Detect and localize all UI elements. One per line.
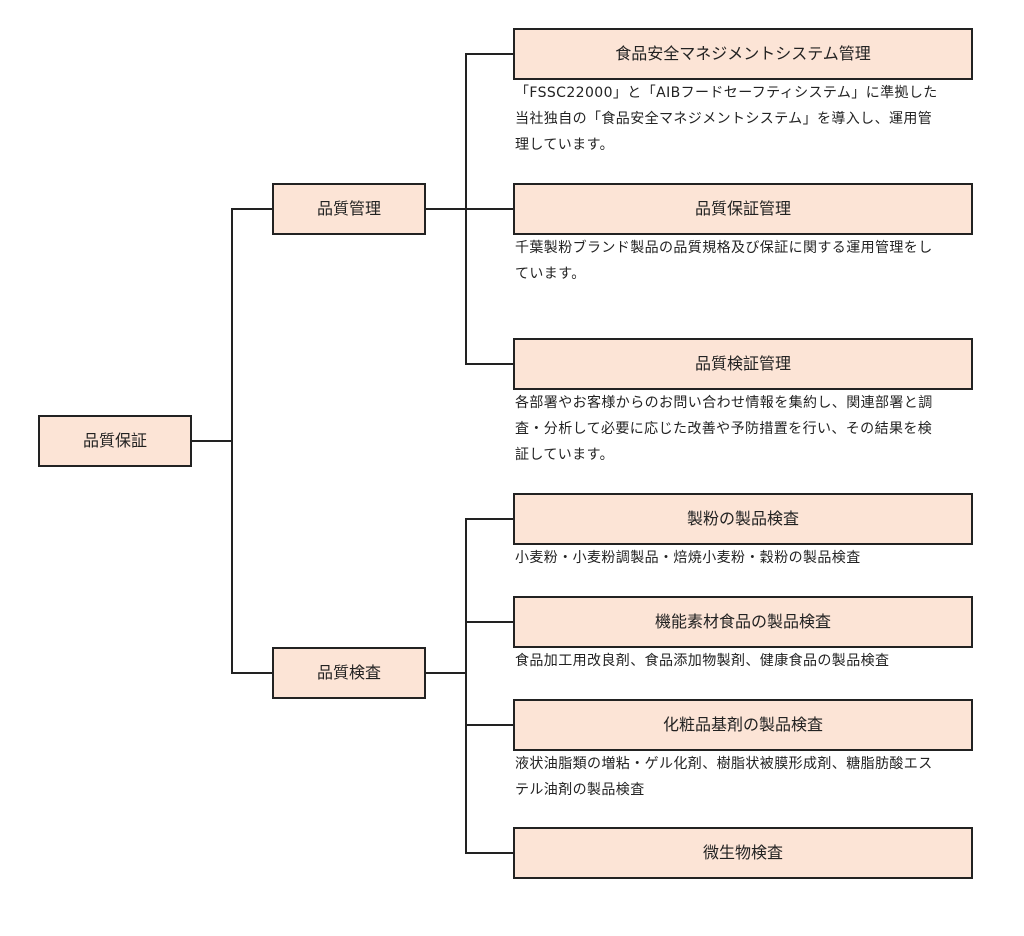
child-box-milling-product-inspection: 製粉の製品検査	[513, 493, 973, 545]
child-label: 食品安全マネジメントシステム管理	[615, 44, 871, 64]
child-label: 化粧品基剤の製品検査	[662, 715, 823, 735]
child-description-milling-product-inspection: 小麦粉・小麦粉調製品・焙焼小麦粉・穀粉の製品検査	[515, 550, 861, 566]
child-label: 品質保証管理	[694, 199, 791, 219]
child-box-cosmetic-base-inspection: 化粧品基剤の製品検査	[513, 699, 973, 751]
branch-label: 品質管理	[316, 199, 381, 219]
branch-box-quality-management: 品質管理	[272, 183, 426, 235]
child-box-quality-verification-management: 品質検証管理	[513, 338, 973, 390]
branch-label: 品質検査	[316, 663, 381, 683]
root-label: 品質保証	[82, 431, 147, 451]
child-label: 品質検証管理	[694, 354, 791, 374]
child-label: 製粉の製品検査	[686, 509, 799, 529]
child-description-quality-assurance-management: 千葉製粉ブランド製品の品質規格及び保証に関する運用管理をし ています。	[515, 240, 933, 282]
child-description-food-safety-management: 「FSSC22000」と「AIBフードセーフティシステム」に準拠した 当社独自の…	[515, 85, 938, 153]
child-box-functional-food-inspection: 機能素材食品の製品検査	[513, 596, 973, 648]
child-description-functional-food-inspection: 食品加工用改良剤、食品添加物製剤、健康食品の製品検査	[515, 653, 890, 669]
child-description-cosmetic-base-inspection: 液状油脂類の増粘・ゲル化剤、樹脂状被膜形成剤、糖脂肪酸エス テル油剤の製品検査	[515, 756, 933, 798]
child-box-food-safety-management: 食品安全マネジメントシステム管理	[513, 28, 973, 80]
branch-box-quality-inspection: 品質検査	[272, 647, 426, 699]
child-box-quality-assurance-management: 品質保証管理	[513, 183, 973, 235]
root-box: 品質保証	[38, 415, 192, 467]
child-label: 機能素材食品の製品検査	[654, 612, 831, 632]
child-box-microbial-inspection: 微生物検査	[513, 827, 973, 879]
child-description-quality-verification-management: 各部署やお客様からのお問い合わせ情報を集約し、関連部署と調 査・分析して必要に応…	[515, 395, 933, 463]
child-label: 微生物検査	[702, 843, 783, 863]
